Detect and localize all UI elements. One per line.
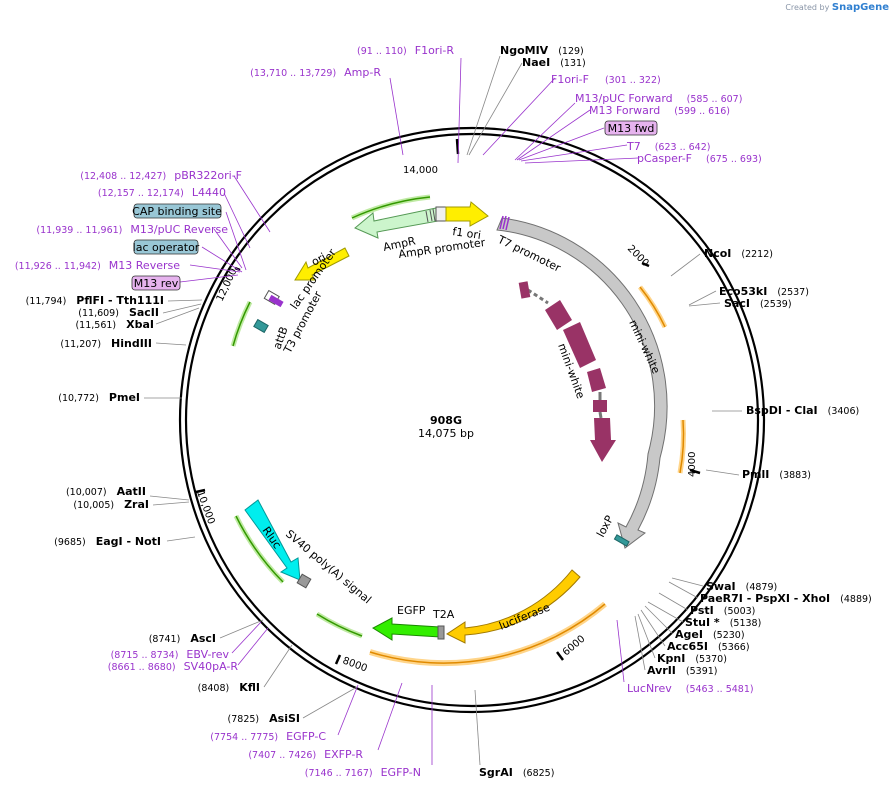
enzyme-hindiii: (11,207)HindIII [60,337,152,350]
primer-lucnrev: LucNrev(5463 .. 5481) [627,682,754,695]
t2a-label: T2A [432,608,455,621]
enzyme-pflfi-tth111i: (11,794)PflFI - Tth111I [26,294,164,307]
enzyme-kfli: (8408)KflI [198,681,260,694]
svg-text:lac operator: lac operator [133,241,200,254]
leader-lines [144,55,742,766]
primer-l4440: (12,157 .. 12,174)L4440 [98,186,226,199]
tick-label-14000: 14,000 [403,165,438,176]
backbone-inner-circle [184,132,760,708]
primer-m13-reverse: (11,926 .. 11,942)M13 Reverse [15,259,180,272]
backbone-outer-circle [178,126,766,714]
primer-m13-forward: M13 Forward(599 .. 616) [589,104,730,117]
enzyme-agei: AgeI(5230) [675,628,745,641]
enzyme-saci: SacI(2539) [724,297,792,310]
enzyme-sgrai: SgrAI(6825) [479,766,554,779]
plasmid-name: 908G [430,414,462,427]
rluc-arrow [244,499,301,581]
attb-feature [253,318,269,334]
primer-pcasper-f: pCasper-F(675 .. 693) [637,152,762,165]
enzyme-avrii: AvrII(5391) [647,664,718,677]
svg-text:CAP binding site: CAP binding site [132,205,222,218]
tick-label-8000: 8000 [341,655,369,674]
enzyme-psti: PstI(5003) [690,604,755,617]
enzyme-ngomiv: NgoMIV(129) [500,44,584,57]
snapgene-branding: Created by SnapGene [785,2,889,13]
primer-leader-lines [179,57,639,765]
enzyme-zrai: (10,005)ZraI [73,498,149,511]
tick-label-6000: 6000 [561,634,588,659]
t2a-feature [437,625,445,640]
egfp-label: EGFP [397,604,426,617]
primer-f1ori-f: F1ori-F(301 .. 322) [551,73,661,86]
lac-region-marks [263,289,284,308]
enzyme-eagi-noti: (9685)EagI - NotI [54,535,161,548]
enzyme-stui: StuI *(5138) [685,616,761,629]
created-by-text: Created by [785,3,830,12]
ori-arrow [294,247,350,281]
f1-ori-arrow [445,201,489,227]
green-arcs [230,194,431,639]
primer-f1ori-r: (91 .. 110)F1ori-R [357,44,454,57]
primer-egfp-c: (7754 .. 7775)EGFP-C [210,730,326,743]
enzyme-naei: NaeI(131) [522,56,586,69]
primer-m13-puc-reverse: (11,939 .. 11,961)M13/pUC Reverse [36,223,228,236]
svg-text:M13 rev: M13 rev [134,277,179,290]
primer-t7: T7(623 .. 642) [626,140,710,153]
f1-ori-label: f1 ori [452,225,482,242]
luciferase-label: luciferase [497,601,552,633]
enzyme-xbai: (11,561)XbaI [75,318,154,331]
enzyme-sacii: (11,609)SacII [78,306,159,319]
t7-promoter-marks [499,215,510,231]
ampr-arrow [354,207,439,239]
primer-pbr322ori-f: (12,408 .. 12,427)pBR322ori-F [80,169,242,182]
svg-text:M13 fwd: M13 fwd [608,122,655,135]
enzyme-eco53ki: Eco53kI(2537) [719,285,809,298]
tick-label-4000: 4000 [687,452,698,477]
primer-egfp-n: (7146 .. 7167)EGFP-N [305,766,421,779]
boxed-label-m13-fwd: M13 fwd [604,120,658,136]
loxp-label: loxP [594,513,616,539]
primer-m13-puc-forward: M13/pUC Forward(585 .. 607) [575,92,742,105]
enzyme-acc65i: Acc65I(5366) [667,640,750,653]
primer-exfp-r: (7407 .. 7426)EXFP-R [248,748,363,761]
primer-amp-r: (13,710 .. 13,729)Amp-R [250,66,381,79]
ampr-hatch [425,208,436,223]
egfp-arrow [372,617,441,641]
enzyme-bspdi-clai: BspDI - ClaI(3406) [746,404,859,417]
loxp-feature [613,534,630,547]
enzyme-ncoi: NcoI(2212) [704,247,773,260]
mini-white-inner [518,281,616,462]
boxed-label-m13-rev: M13 rev [131,275,181,291]
enzyme-paer7i-pspxi-xhoi: PaeR7I - PspXI - XhoI(4889) [700,592,872,605]
enzyme-kpni: KpnI(5370) [657,652,727,665]
boxed-label-lac-operator: lac operator [133,239,200,255]
enzyme-aatii: (10,007)AatII [66,485,146,498]
primer-ebv-rev: (8715 .. 8734)EBV-rev [111,648,230,661]
snapgene-logo-text: SnapGene [831,2,889,13]
tick-label-12000: 12,000 [215,267,240,303]
ampr-promoter-box [435,206,447,222]
sv40-feature [296,573,312,589]
ori-label: ori [309,250,328,268]
plasmid-length: 14,075 bp [418,427,474,440]
boxed-label-cap-binding-site: CAP binding site [132,203,222,219]
mini-white-arc [496,217,668,549]
enzyme-swai: SwaI(4879) [706,580,777,593]
enzyme-asci: (8741)AscI [149,632,216,645]
luciferase-arrow [446,569,581,644]
primer-sv40pa-r: (8661 .. 8680)SV40pA-R [108,660,239,673]
enzyme-pmei: (10,772)PmeI [58,391,140,404]
enzyme-pmli: PmlI(3883) [742,468,811,481]
enzyme-asisi: (7825)AsiSI [228,712,300,725]
